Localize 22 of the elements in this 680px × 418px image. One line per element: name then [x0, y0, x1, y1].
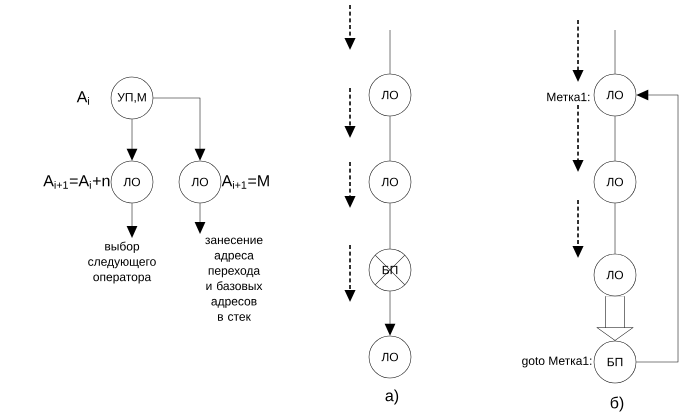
circle-node: ЛО	[178, 160, 222, 204]
circle-node: ЛО	[594, 254, 636, 296]
node-caption: goto Метка1:	[522, 356, 592, 368]
circle-node: БП	[594, 340, 636, 384]
node-caption: б)	[610, 396, 624, 412]
node-caption: а)	[386, 390, 398, 404]
circle-node: ЛО	[594, 74, 636, 116]
node-caption: A$_{i+1}$=A$_{i}$+n	[43, 175, 110, 189]
text-label: занесение адреса перехода и базовых адресов в стек	[205, 238, 263, 321]
arrow	[636, 90, 678, 362]
text-label: выбор следующего оператора	[88, 242, 156, 284]
node-caption: A$_{i}$	[76, 91, 90, 105]
circle-node: ЛО	[368, 74, 412, 116]
circle-node: ЛО	[368, 160, 412, 204]
circle-node: УП,М	[110, 76, 154, 120]
node-caption: Метка1:	[547, 92, 590, 102]
circle-node: ЛО	[110, 160, 154, 204]
arrow	[194, 203, 206, 234]
node-caption: A$_{i+1}$=M	[222, 175, 269, 189]
circle-node: ЛО	[594, 160, 636, 204]
circle-node: ЛО	[368, 336, 412, 378]
arrow	[126, 203, 138, 238]
